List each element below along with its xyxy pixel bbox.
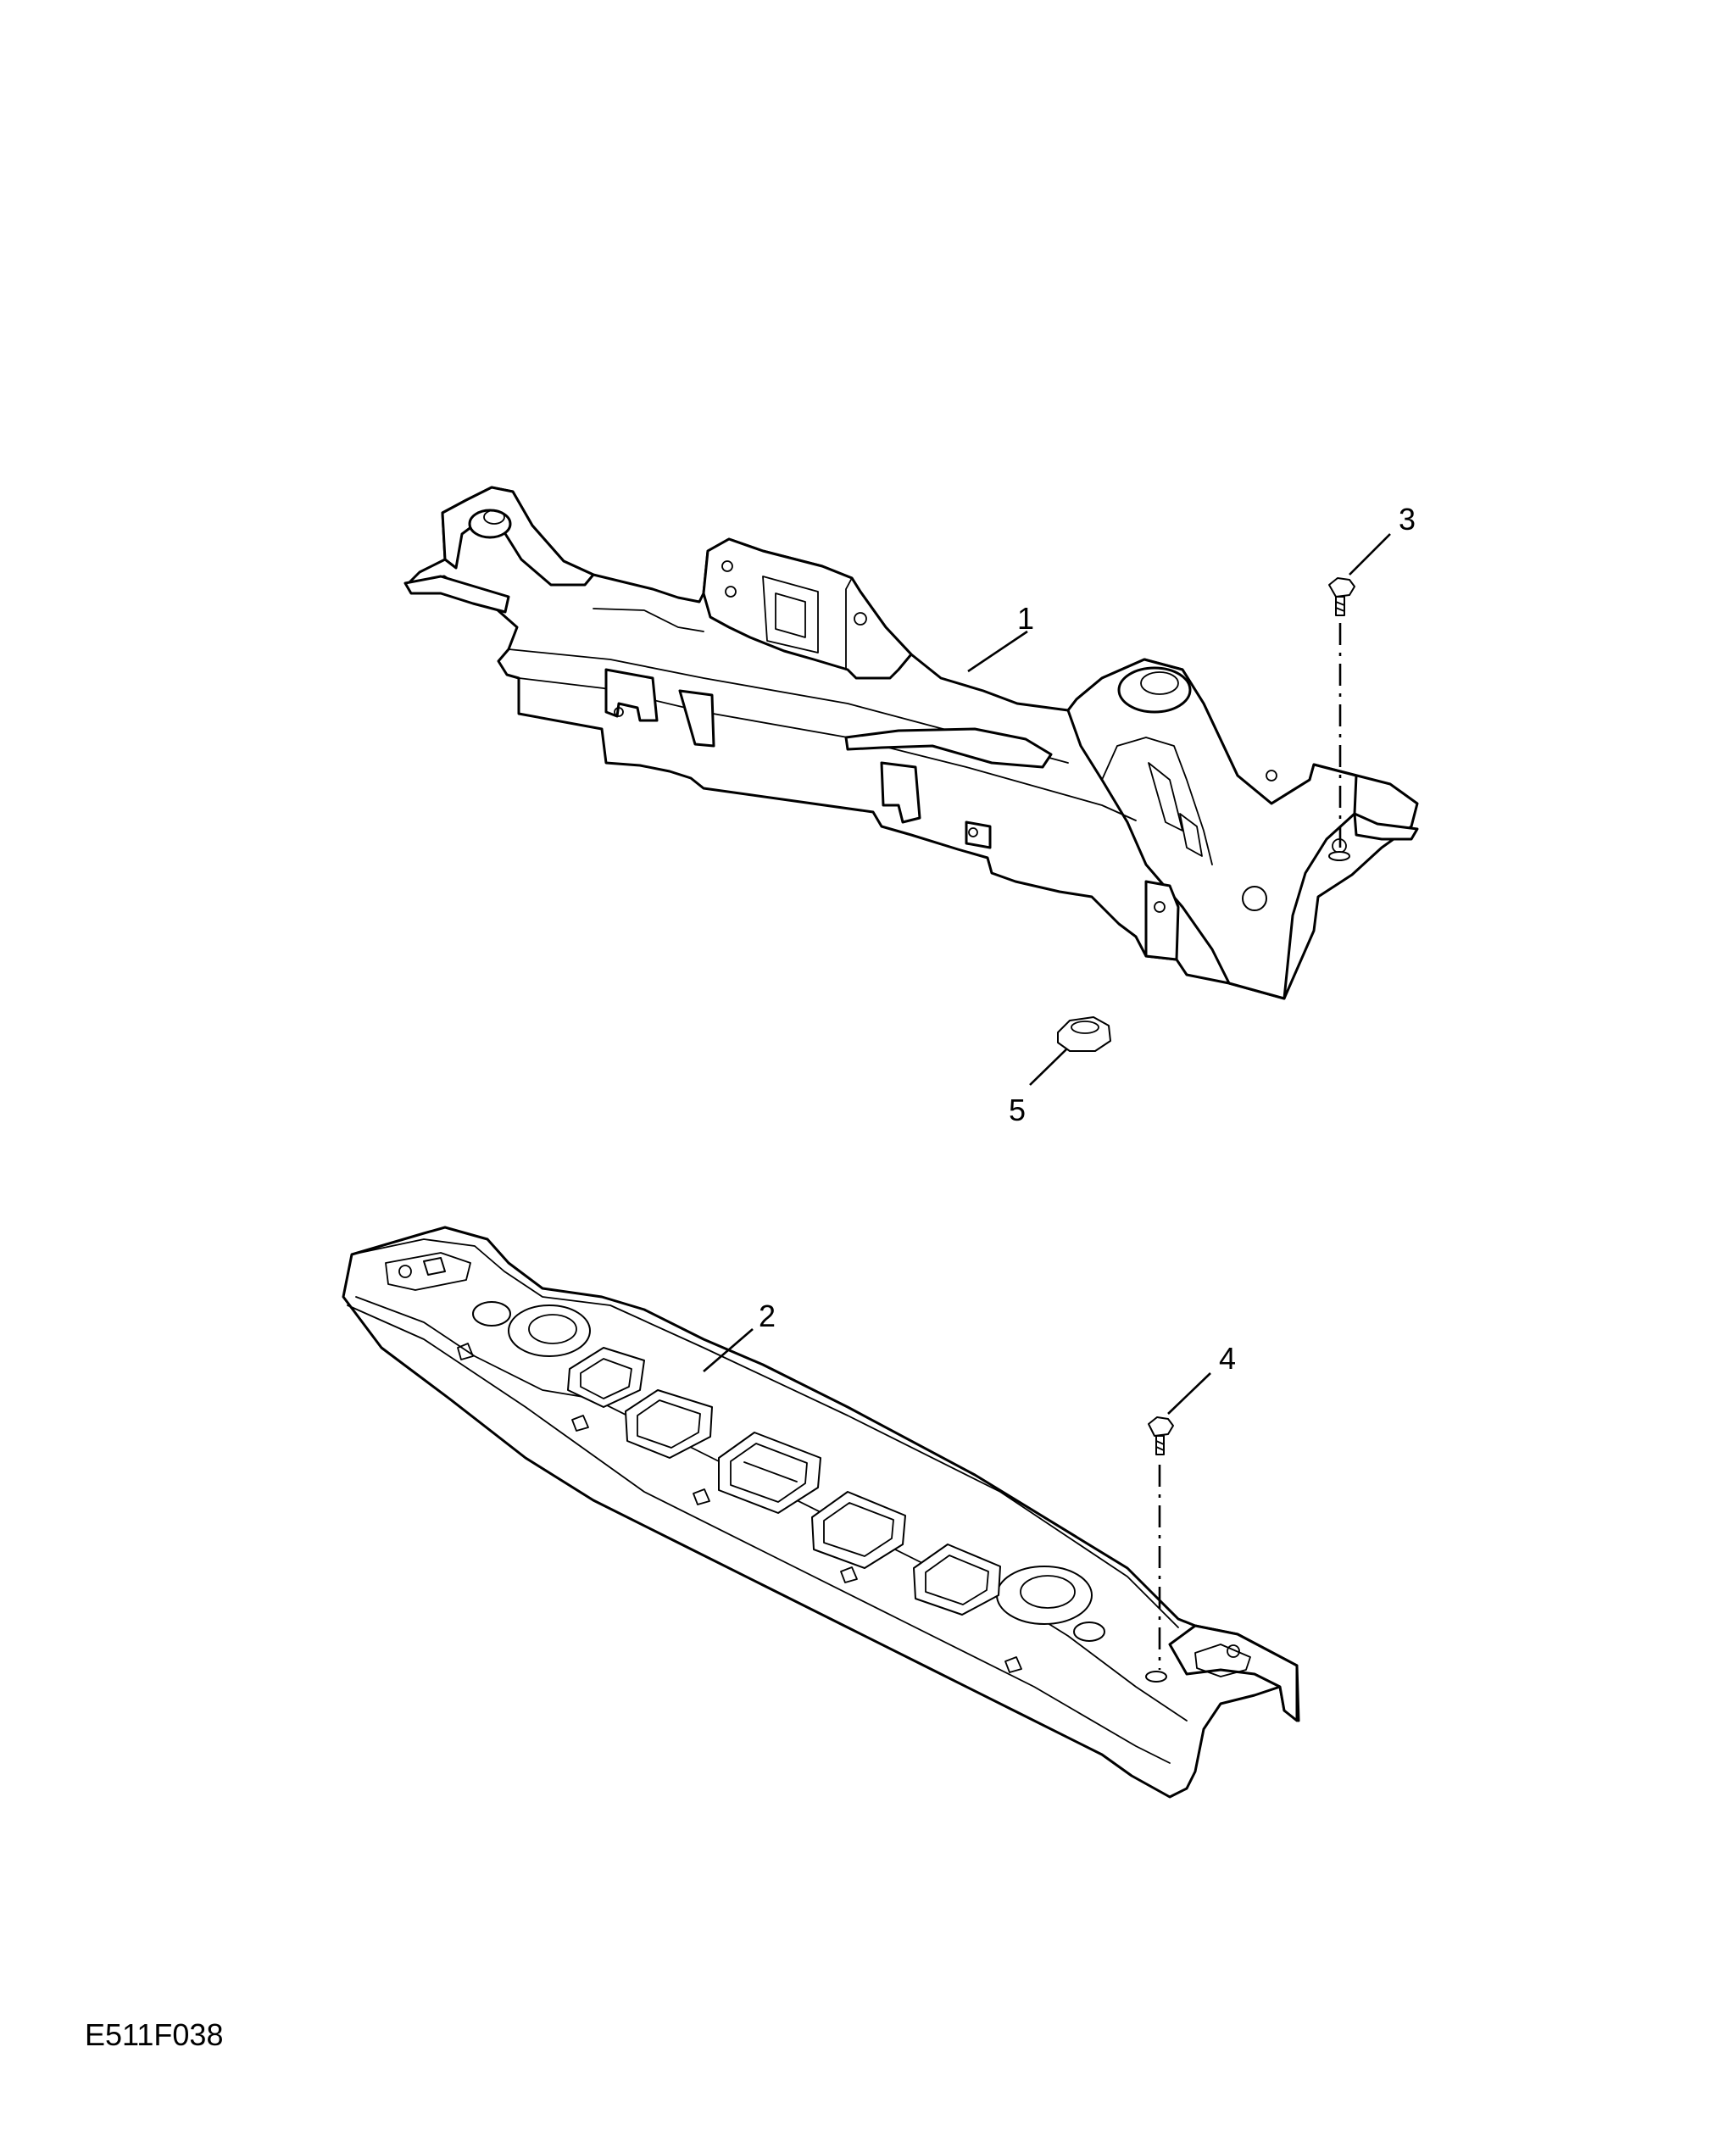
part-4-bolt (1148, 1416, 1174, 1670)
part-3-bolt (1328, 577, 1355, 848)
callout-1: 1 (967, 601, 1034, 673)
part-1-upper-crossmember (403, 486, 1419, 1000)
part-2-lower-crossmember (342, 1226, 1300, 1799)
callout-2-label: 2 (759, 1299, 776, 1333)
callout-3-label: 3 (1399, 502, 1416, 537)
callout-4: 4 (1167, 1341, 1236, 1415)
callout-3: 3 (1349, 502, 1416, 576)
part-5-nut (1057, 1016, 1111, 1052)
callout-5-label: 5 (1009, 1093, 1026, 1127)
callout-2: 2 (703, 1299, 776, 1372)
figure-id: E511F038 (85, 2017, 223, 2052)
callout-1-label: 1 (1017, 601, 1034, 636)
callout-4-label: 4 (1219, 1341, 1236, 1376)
callout-5: 5 (1009, 1049, 1067, 1127)
